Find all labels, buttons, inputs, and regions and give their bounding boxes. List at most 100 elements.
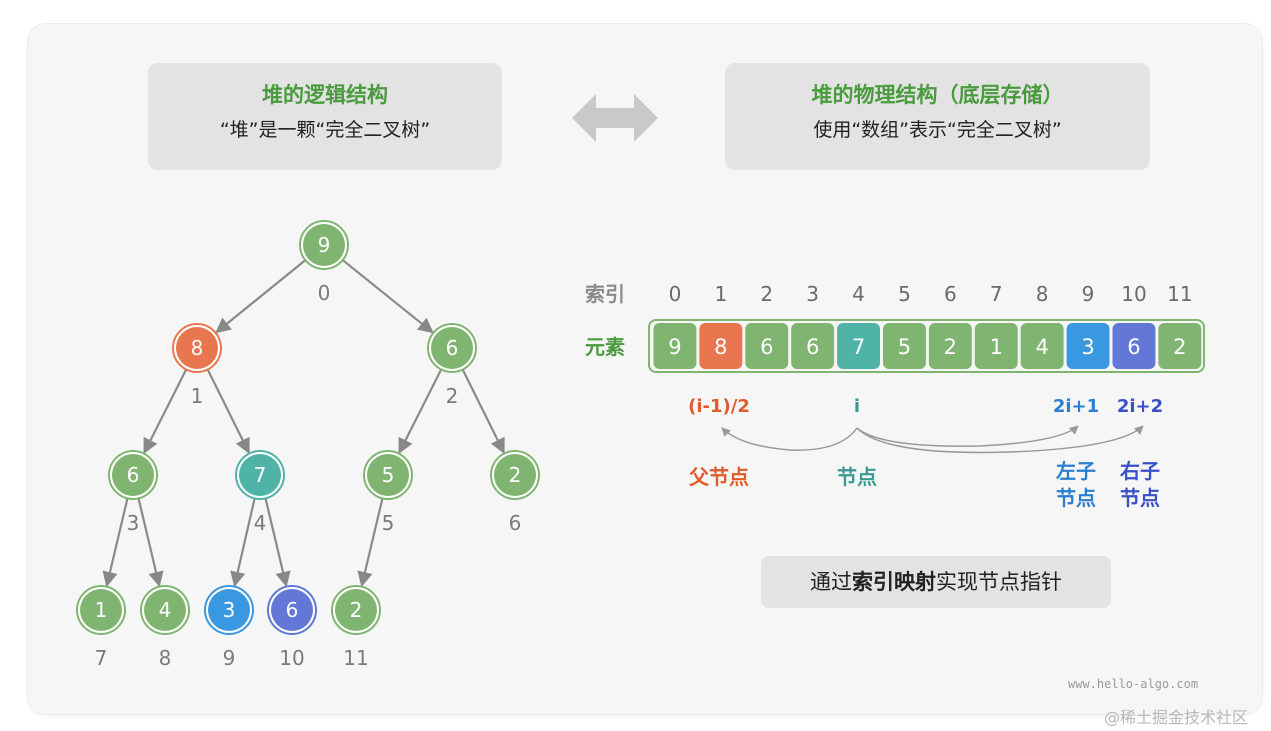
array-cell-value: 6 — [806, 335, 819, 359]
array-index: 3 — [806, 282, 819, 306]
header-right-subtitle: 使用“数组”表示“完全二叉树” — [813, 119, 1062, 141]
tree-node: 39 — [204, 585, 254, 670]
array-cell-box — [1158, 323, 1202, 369]
index-row-label: 索引 — [585, 282, 625, 306]
array-cell: 3 — [1066, 323, 1110, 369]
node-label: 节点 — [837, 465, 877, 489]
tree-edge — [461, 369, 505, 454]
array-cell: 2 — [1158, 323, 1202, 369]
tree-node-index: 7 — [95, 646, 108, 670]
array-cell-value: 2 — [944, 335, 957, 359]
array-cell: 4 — [1020, 323, 1064, 369]
arrow-to-left-child — [856, 425, 1079, 447]
tree-node-value: 6 — [286, 598, 299, 622]
array-cell-value: 6 — [760, 335, 773, 359]
note-bold: 索引映射 — [852, 570, 936, 594]
array-cell-value: 9 — [668, 335, 681, 359]
tree-node-value: 7 — [254, 463, 267, 487]
tree-node-index: 0 — [318, 281, 331, 305]
watermark-url: www.hello-algo.com — [1068, 677, 1199, 691]
array-cell-value: 3 — [1081, 335, 1094, 359]
header-logical-structure: 堆的逻辑结构 “堆”是一颗“完全二叉树” — [148, 63, 502, 170]
tree-node-circle — [176, 327, 218, 369]
tree-edge — [342, 259, 434, 334]
array-cell-box — [974, 323, 1018, 369]
tree-node: 63 — [108, 450, 158, 535]
header-physical-structure: 堆的物理结构（底层存储） 使用“数组”表示“完全二叉树” — [725, 63, 1150, 170]
tree-node-value: 5 — [382, 463, 395, 487]
header-left-subtitle: “堆”是一颗“完全二叉树” — [219, 119, 431, 141]
tree-node: 26 — [490, 450, 540, 535]
header-right-title: 堆的物理结构（底层存储） — [811, 83, 1064, 107]
tree-node: 6 10 — [267, 585, 317, 670]
tree-node: 62 — [427, 323, 477, 408]
tree-node-value: 6 — [446, 336, 459, 360]
tree-node-index: 11 — [343, 646, 368, 670]
array-cell: 5 — [883, 323, 926, 369]
array-index: 5 — [898, 282, 911, 306]
tree-node-index: 6 — [509, 511, 522, 535]
tree-node-index: 4 — [254, 511, 267, 535]
array-cell-value: 7 — [852, 335, 865, 359]
tree-node: 81 — [172, 323, 222, 408]
array-cell-box — [745, 323, 789, 369]
array-index: 0 — [669, 282, 682, 306]
left-child-label-line1: 左子 — [1056, 459, 1096, 483]
array-cell-box — [1112, 323, 1156, 369]
tree-node-index: 8 — [159, 646, 172, 670]
tree-node: 48 — [140, 585, 190, 670]
tree-node: 17 — [76, 585, 126, 670]
array-cell: 6 — [745, 323, 789, 369]
tree-node-value: 8 — [191, 336, 204, 360]
tree-node-circle — [271, 589, 313, 631]
array-cell-value: 5 — [898, 335, 911, 359]
note-prefix: 通过 — [810, 570, 852, 594]
array-cell: 8 — [699, 323, 743, 369]
parent-node-label: 父节点 — [688, 465, 749, 489]
arrow-to-right-child — [856, 425, 1144, 454]
tree-edge — [398, 368, 443, 455]
tree-edge — [230, 498, 256, 588]
tree-node-value: 2 — [350, 598, 363, 622]
tree-node-circle — [144, 589, 186, 631]
array-cell: 7 — [837, 323, 880, 369]
tree-node-circle — [208, 589, 250, 631]
footer-credit: @稀土掘金技术社区 — [1104, 708, 1249, 727]
tree-node-circle — [80, 589, 122, 631]
array-cell: 9 — [653, 323, 697, 369]
left-child-label-line2: 节点 — [1056, 486, 1096, 510]
array-cell-box — [883, 323, 926, 369]
array-cell: 1 — [974, 323, 1018, 369]
tree-node: 74 — [235, 450, 285, 535]
tree-node-circle — [112, 454, 154, 496]
index-mapping-note: 通过索引映射实现节点指针 — [761, 556, 1111, 608]
header-left-title: 堆的逻辑结构 — [262, 83, 388, 107]
array-cell-value: 2 — [1173, 335, 1186, 359]
parent-formula: (i-1)/2 — [688, 396, 750, 417]
array-cell-value: 1 — [990, 335, 1003, 359]
tree-node-index: 9 — [223, 646, 236, 670]
tree-node: 55 — [363, 450, 413, 535]
array-index: 10 — [1121, 282, 1146, 306]
array-cell: 6 — [1112, 323, 1156, 369]
tree-edge — [357, 498, 384, 588]
array-index: 8 — [1036, 282, 1049, 306]
right-child-label-line2: 节点 — [1120, 486, 1160, 510]
tree-node-value: 1 — [95, 598, 108, 622]
tree-node-value: 4 — [159, 598, 172, 622]
tree-edge — [102, 498, 129, 588]
array-cell-value: 8 — [714, 335, 727, 359]
element-row-label: 元素 — [585, 335, 625, 359]
array-cell: 2 — [928, 323, 972, 369]
array-index: 4 — [852, 282, 865, 306]
left-child-formula: 2i+1 — [1053, 396, 1099, 417]
array-cell-box — [653, 323, 697, 369]
array-index: 6 — [944, 282, 957, 306]
note-suffix: 实现节点指针 — [936, 570, 1062, 594]
tree-node: 2 11 — [331, 585, 381, 670]
tree-node-value: 9 — [318, 233, 331, 257]
tree-node-index: 10 — [279, 646, 304, 670]
tree-node-index: 2 — [446, 384, 459, 408]
